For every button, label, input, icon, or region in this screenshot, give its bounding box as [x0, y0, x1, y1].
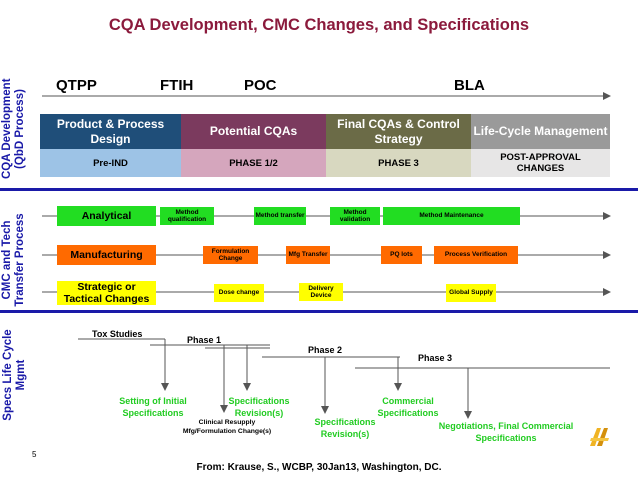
phase-box-lifecycle: Life-Cycle Management — [471, 114, 610, 149]
formulation-change-box: Formulation Change — [203, 246, 258, 264]
formulation-change-label: Formulation Change — [211, 247, 250, 263]
mfg-transfer-label: Mfg Transfer — [288, 251, 328, 259]
milestone-poc: POC — [244, 77, 277, 94]
milestone-qtpp: QTPP — [56, 77, 97, 94]
clinical-resupply-label: Clinical Resupply Mfg/Formulation Change… — [182, 419, 272, 435]
section-divider-2 — [0, 310, 638, 313]
manufacturing-label: Manufacturing — [70, 249, 143, 261]
phase-box-potential: Potential CQAs — [181, 114, 326, 149]
dose-change-label: Dose change — [218, 289, 260, 297]
method-qualification-box: Method qualification — [160, 207, 214, 225]
phase-box-design: Product & Process Design — [40, 114, 181, 149]
negotiations-label: Negotiations, Final Commercial Specifica… — [438, 421, 574, 443]
page-number: 5 — [32, 450, 37, 459]
pq-lots-label: PQ lots — [390, 251, 413, 259]
manufacturing-label-box: Manufacturing — [57, 245, 156, 265]
phase-sub-preind: Pre-IND — [40, 149, 181, 177]
global-supply-label: Global Supply — [449, 289, 493, 297]
delivery-device-box: Delivery Device — [299, 283, 343, 301]
strategic-label-box: Strategic or Tactical Changes — [57, 281, 156, 305]
phase-box-final-label: Final CQAs & Control Strategy — [337, 116, 460, 146]
phase-sub-phase12: PHASE 1/2 — [181, 149, 326, 177]
phase-sub-preind-label: Pre-IND — [93, 157, 128, 169]
milestone-bla: BLA — [454, 77, 485, 94]
logo-icon — [590, 428, 609, 446]
mfg-transfer-box: Mfg Transfer — [286, 246, 330, 264]
section-divider-1 — [0, 188, 638, 191]
phase1-label: Phase 1 — [187, 335, 222, 345]
method-maintenance-label: Method Maintenance — [419, 212, 484, 220]
method-qualification-label: Method qualification — [167, 208, 207, 224]
phase2-label: Phase 2 — [308, 345, 343, 355]
phase-sub-phase3: PHASE 3 — [326, 149, 471, 177]
delivery-device-label: Delivery Device — [308, 284, 334, 300]
phase-box-design-label: Product & Process Design — [56, 116, 165, 146]
method-validation-box: Method validation — [330, 207, 380, 225]
analytical-label-box: Analytical — [57, 206, 156, 226]
process-verification-box: Process Verification — [434, 246, 518, 264]
method-transfer-box: Method transfer — [254, 207, 306, 225]
process-verification-label: Process Verification — [444, 251, 508, 259]
phase-sub-phase3-label: PHASE 3 — [378, 157, 419, 169]
spec-revision1-label: Specifications Revision(s) — [228, 396, 290, 418]
phase-box-final: Final CQAs & Control Strategy — [326, 114, 471, 149]
phase-sub-postapproval: POST-APPROVAL CHANGES — [471, 149, 610, 177]
footer-citation: From: Krause, S., WCBP, 30Jan13, Washing… — [196, 462, 442, 473]
analytical-label: Analytical — [81, 210, 132, 222]
spec-revision2-label: Specifications Revision(s) — [314, 417, 376, 439]
phase3-label: Phase 3 — [418, 353, 453, 363]
phase-sub-phase12-label: PHASE 1/2 — [229, 157, 278, 169]
dose-change-box: Dose change — [214, 284, 264, 302]
phase-box-lifecycle-label: Life-Cycle Management — [473, 124, 608, 138]
pq-lots-box: PQ lots — [381, 246, 422, 264]
milestone-ftih: FTIH — [160, 77, 194, 94]
global-supply-box: Global Supply — [446, 284, 496, 302]
tox-studies-label: Tox Studies — [92, 329, 143, 339]
page-title: CQA Development, CMC Changes, and Specif… — [108, 16, 530, 34]
method-maintenance-box: Method Maintenance — [383, 207, 520, 225]
commercial-specs-label: Commercial Specifications — [377, 396, 439, 418]
strategic-label: Strategic or Tactical Changes — [63, 281, 150, 305]
setting-specs-label: Setting of Initial Specifications — [119, 396, 187, 418]
phase-box-potential-label: Potential CQAs — [209, 124, 298, 138]
method-transfer-label: Method transfer — [255, 212, 305, 220]
method-validation-label: Method validation — [339, 208, 371, 224]
phase-sub-postapproval-label: POST-APPROVAL CHANGES — [500, 152, 581, 174]
